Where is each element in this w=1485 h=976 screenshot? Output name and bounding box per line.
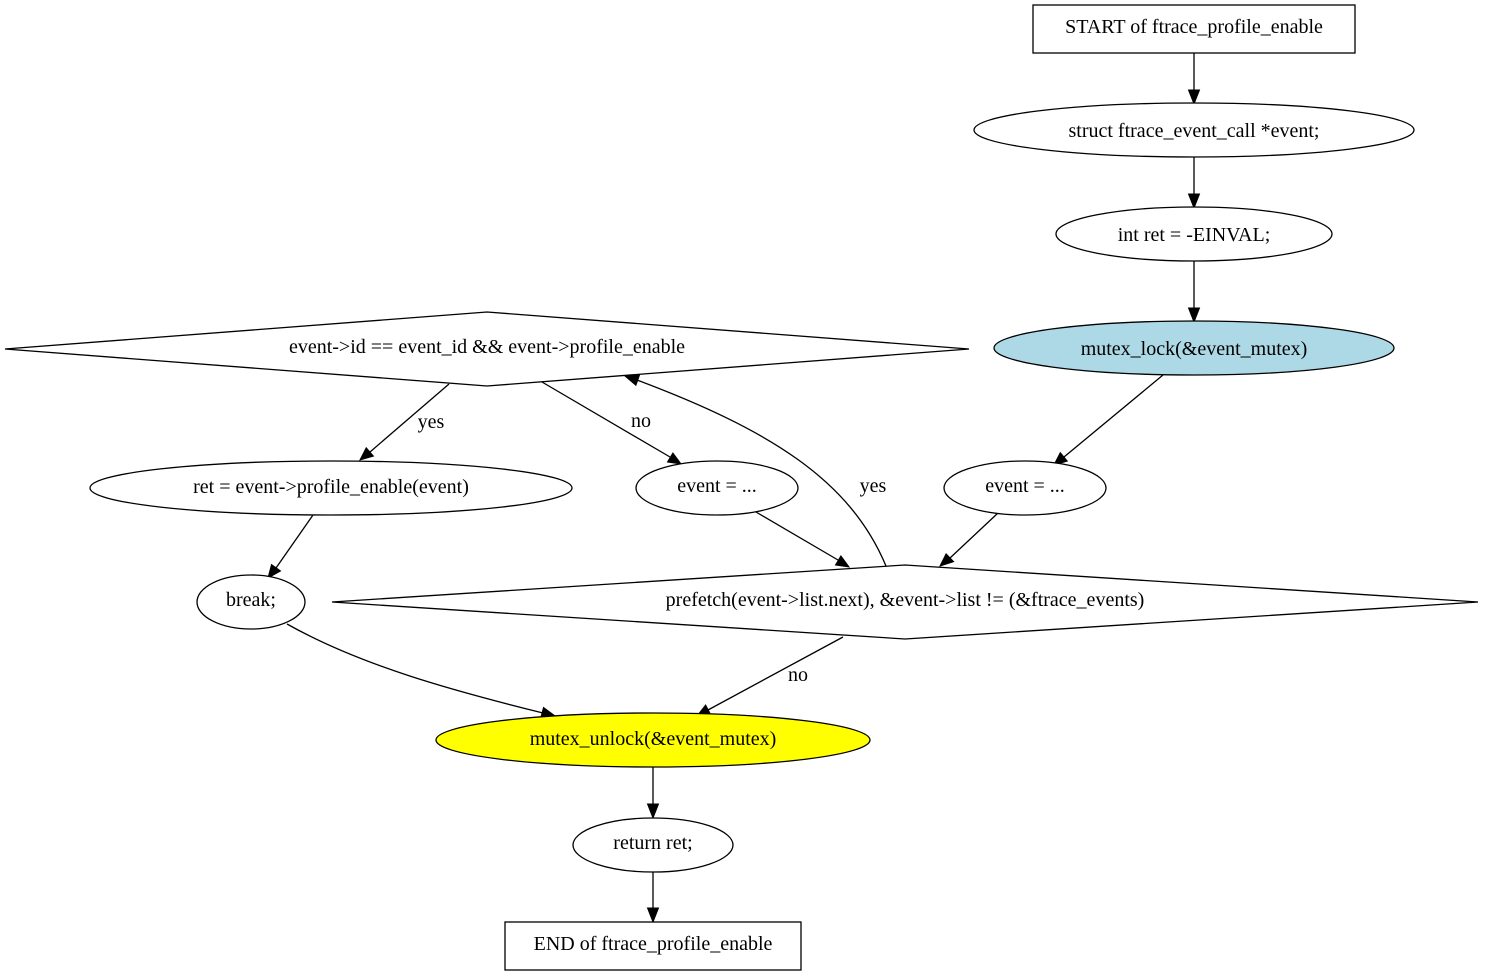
edge-label-loop-yes: yes bbox=[860, 475, 887, 497]
loop-cond-node: prefetch(event->list.next), &event->list… bbox=[331, 564, 1479, 640]
arrowhead bbox=[359, 446, 375, 461]
arrowhead bbox=[1187, 193, 1201, 210]
arrowhead bbox=[646, 803, 660, 820]
start-node: START of ftrace_profile_enable bbox=[1032, 4, 1356, 54]
cond-id-node-label: event->id == event_id && event->profile_… bbox=[289, 336, 685, 358]
edge-label-loop-no: no bbox=[788, 664, 808, 686]
arrowhead bbox=[834, 554, 851, 568]
edge-ret-assign-to-break bbox=[275, 514, 314, 569]
decl-event-node: struct ftrace_event_call *event; bbox=[973, 102, 1415, 158]
edge-label-cond-yes: yes bbox=[418, 411, 445, 433]
break-node-label: break; bbox=[226, 589, 276, 611]
edges bbox=[267, 53, 1201, 924]
edge-cond-id-to-event-next bbox=[541, 381, 671, 458]
unlock-node: mutex_unlock(&event_mutex) bbox=[435, 712, 871, 768]
edge-label-cond-no: no bbox=[631, 410, 651, 432]
ret-assign-node-label: ret = event->profile_enable(event) bbox=[193, 476, 469, 498]
end-node: END of ftrace_profile_enable bbox=[504, 921, 802, 971]
decl-event-node-label: struct ftrace_event_call *event; bbox=[1069, 120, 1320, 142]
edge-event-init-to-loop-cond bbox=[949, 512, 999, 559]
event-next-node: event = ... bbox=[635, 460, 799, 516]
cond-id-node: event->id == event_id && event->profile_… bbox=[4, 311, 970, 387]
arrowhead bbox=[646, 907, 660, 924]
arrowhead bbox=[1187, 89, 1201, 106]
edge-labels: yes no yes no bbox=[418, 410, 887, 686]
arrowhead bbox=[267, 563, 282, 580]
start-node-label: START of ftrace_profile_enable bbox=[1065, 16, 1323, 38]
edge-break-to-unlock bbox=[286, 623, 544, 714]
unlock-node-label: mutex_unlock(&event_mutex) bbox=[530, 728, 777, 750]
return-node: return ret; bbox=[572, 817, 734, 873]
break-node: break; bbox=[196, 574, 306, 630]
arrowhead bbox=[623, 374, 641, 387]
loop-cond-node-label: prefetch(event->list.next), &event->list… bbox=[666, 589, 1145, 611]
arrowhead bbox=[1187, 307, 1201, 324]
lock-node: mutex_lock(&event_mutex) bbox=[993, 320, 1395, 376]
edge-loop-cond-to-unlock bbox=[707, 636, 844, 711]
edge-cond-id-to-ret-assign bbox=[369, 383, 450, 453]
event-next-node-label: event = ... bbox=[677, 475, 757, 497]
event-init-node-label: event = ... bbox=[985, 475, 1065, 497]
ret-assign-node: ret = event->profile_enable(event) bbox=[89, 460, 573, 516]
decl-ret-node: int ret = -EINVAL; bbox=[1055, 206, 1333, 262]
event-init-node: event = ... bbox=[943, 460, 1107, 516]
lock-node-label: mutex_lock(&event_mutex) bbox=[1081, 338, 1308, 360]
nodes: START of ftrace_profile_enable struct ft… bbox=[4, 4, 1479, 971]
edge-loop-cond-to-cond-id bbox=[636, 379, 887, 567]
return-node-label: return ret; bbox=[613, 832, 692, 854]
arrowhead bbox=[939, 553, 955, 567]
edge-event-next-to-loop-cond bbox=[755, 511, 839, 561]
decl-ret-node-label: int ret = -EINVAL; bbox=[1118, 224, 1271, 246]
end-node-label: END of ftrace_profile_enable bbox=[534, 933, 773, 955]
arrowhead bbox=[666, 452, 683, 465]
edge-lock-to-event-init bbox=[1063, 374, 1164, 458]
